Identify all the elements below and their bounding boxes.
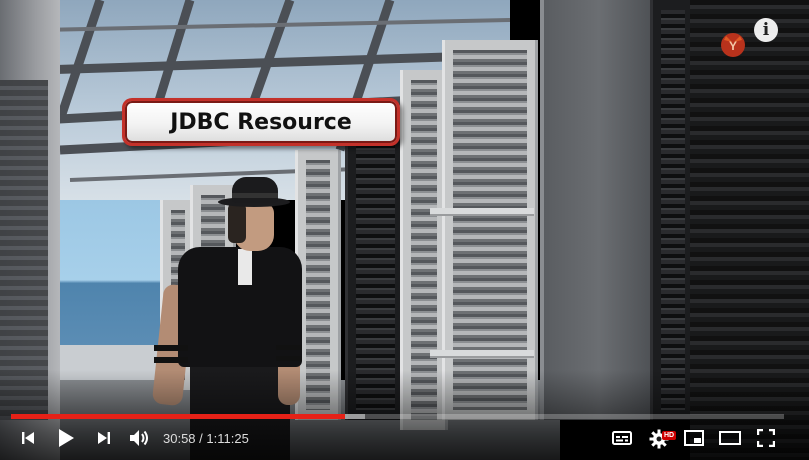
theater-mode-button[interactable] bbox=[716, 420, 744, 456]
play-icon bbox=[59, 429, 74, 447]
time-display: 30:58 / 1:11:25 bbox=[163, 420, 249, 456]
skip-previous-icon bbox=[22, 432, 34, 444]
subtitles-icon bbox=[612, 431, 632, 445]
fullscreen-button[interactable] bbox=[753, 420, 779, 456]
play-button[interactable] bbox=[50, 420, 82, 456]
channel-watermark-logo[interactable]: Y bbox=[718, 30, 748, 60]
fullscreen-icon bbox=[757, 429, 775, 447]
title-card: JDBC Resource bbox=[122, 98, 400, 146]
current-time: 30:58 bbox=[163, 430, 196, 446]
theater-mode-icon bbox=[719, 431, 741, 445]
progress-played bbox=[11, 414, 345, 419]
volume-icon bbox=[130, 430, 148, 446]
player-controls: 30:58 / 1:11:25 bbox=[0, 420, 809, 456]
server-rack bbox=[442, 40, 538, 420]
hd-badge: HD bbox=[662, 431, 677, 440]
duration: 1:11:25 bbox=[206, 430, 249, 446]
skip-next-icon bbox=[98, 432, 110, 444]
info-icon[interactable]: i bbox=[754, 18, 778, 42]
server-rack bbox=[650, 0, 696, 420]
rack-shelf bbox=[430, 350, 534, 358]
miniplayer-button[interactable] bbox=[681, 420, 707, 456]
skip-next-button[interactable] bbox=[90, 420, 118, 456]
title-card-text: JDBC Resource bbox=[170, 109, 352, 135]
progress-bar[interactable] bbox=[11, 414, 784, 419]
info-symbol: i bbox=[762, 20, 770, 40]
rack-shelf bbox=[430, 208, 534, 216]
volume-button[interactable] bbox=[125, 420, 155, 456]
settings-button[interactable]: HD bbox=[646, 420, 677, 456]
skip-previous-button[interactable] bbox=[14, 420, 42, 456]
cabinet-door bbox=[540, 0, 654, 420]
svg-text:Y: Y bbox=[729, 39, 737, 53]
left-server-rack bbox=[0, 80, 48, 420]
time-separator: / bbox=[195, 430, 207, 446]
server-rack bbox=[345, 110, 406, 420]
far-window bbox=[46, 200, 166, 360]
miniplayer-icon bbox=[684, 430, 704, 446]
subtitles-button[interactable] bbox=[609, 420, 635, 456]
